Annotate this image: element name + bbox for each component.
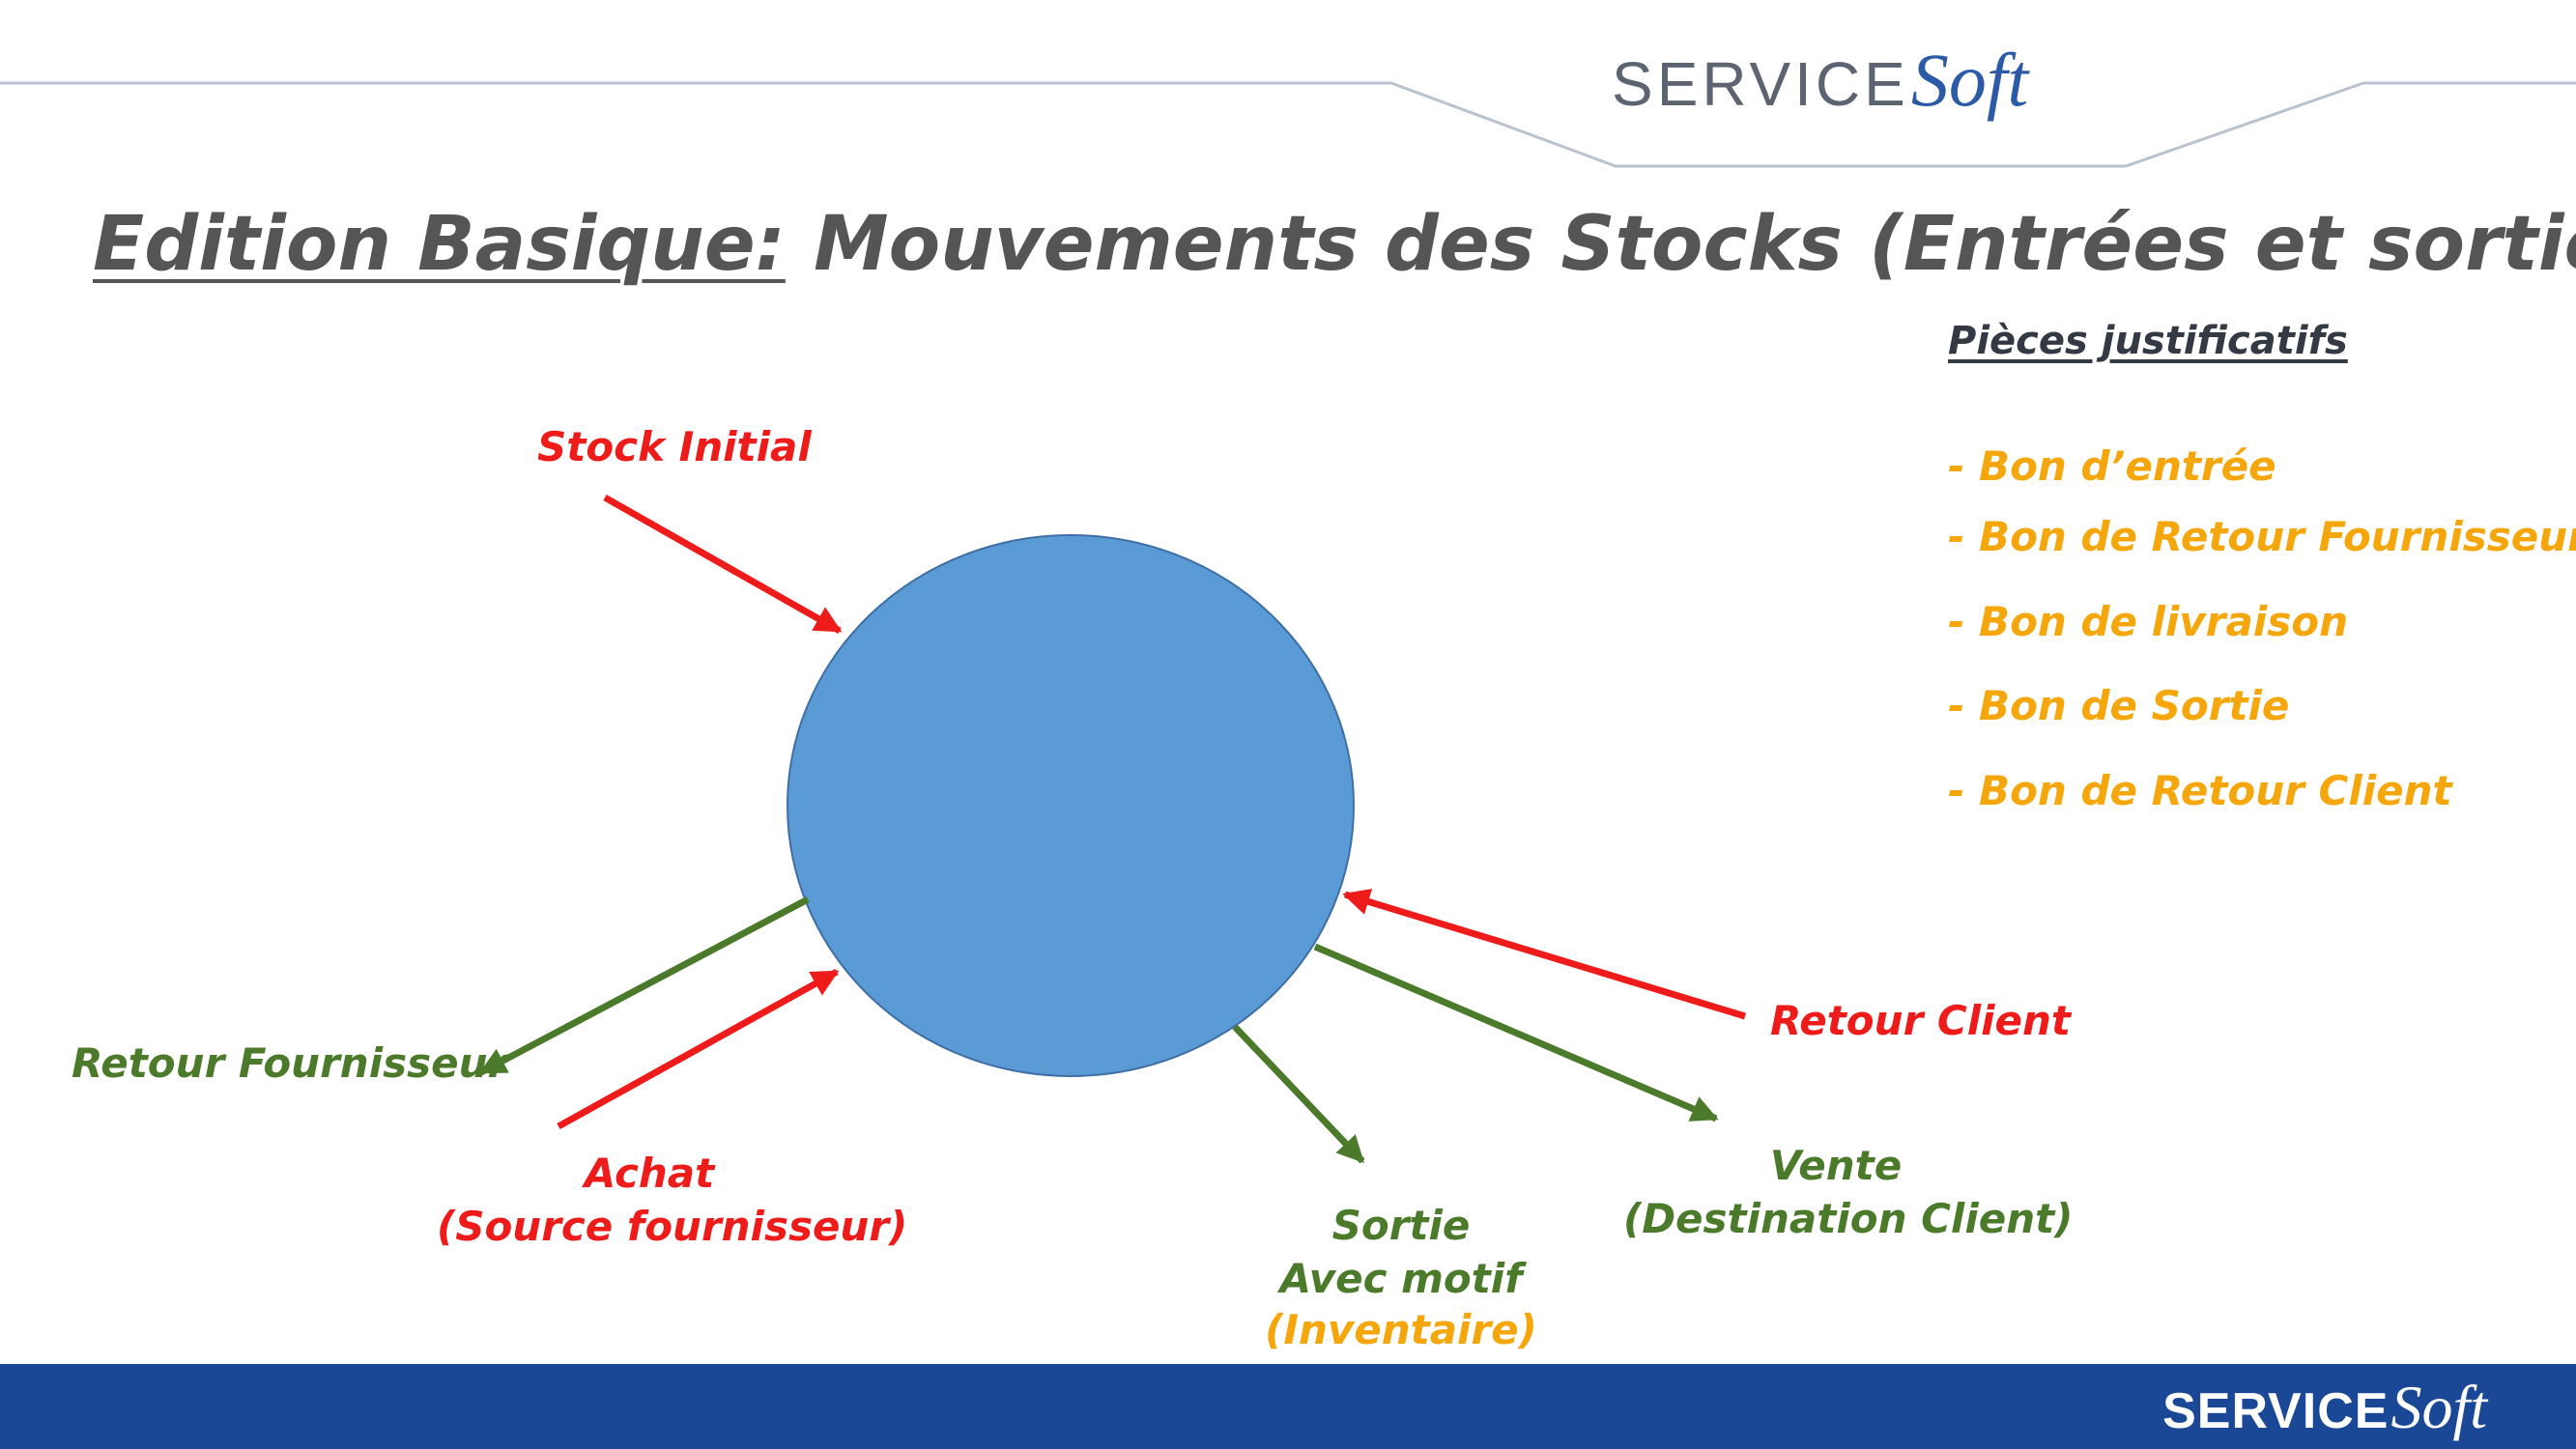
document-item: - Bon de livraison: [1948, 598, 2348, 645]
brand-service: SERVICE: [1612, 49, 1909, 119]
document-item: - Bon de Retour Client: [1948, 767, 2452, 814]
sortie-arrow: [1232, 1024, 1365, 1164]
vente-subtitle: (Destination Client): [1623, 1195, 2074, 1242]
sortie-label: Sortie Avec motif (Inventaire): [1246, 1202, 1556, 1353]
retour-fournisseur-label: Retour Fournisseur: [72, 1039, 508, 1087]
achat-title: Achat: [584, 1150, 715, 1197]
header-line: [0, 81, 2576, 168]
vente-label: Vente (Destination Client): [1623, 1142, 2074, 1242]
stock-initial-label: Stock Initial: [537, 423, 812, 470]
stock-initial-arrow: [603, 494, 843, 635]
stock-circle: [787, 534, 1355, 1077]
achat-subtitle: (Source fournisseur): [437, 1203, 908, 1250]
vente-title: Vente: [1769, 1142, 1903, 1189]
footer-brand-service: SERVICE: [2162, 1383, 2390, 1439]
retour-fournisseur-arrow: [478, 895, 810, 1076]
document-item: - Bon de Retour Fournisseur: [1948, 513, 2576, 560]
sortie-motif: Avec motif: [1279, 1255, 1523, 1302]
edition-title: Edition Basique:: [93, 201, 786, 288]
sortie-title: Sortie: [1331, 1202, 1471, 1249]
retour-client-arrow: [1342, 888, 1747, 1020]
achat-arrow: [557, 968, 840, 1130]
document-item: - Bon d’entrée: [1948, 442, 2276, 490]
page-title: Mouvements des Stocks (Entrées et sortie…: [814, 201, 2576, 288]
sortie-inventaire: (Inventaire): [1265, 1306, 1537, 1353]
document-item: - Bon de Sortie: [1948, 682, 2290, 729]
footer-bar: [0, 1364, 2576, 1449]
footer-brand-soft: Soft: [2390, 1373, 2487, 1441]
retour-client-label: Retour Client: [1770, 997, 2071, 1044]
vente-arrow: [1313, 943, 1719, 1122]
achat-label: Achat (Source fournisseur): [437, 1150, 908, 1250]
brand-soft: Soft: [1910, 38, 2029, 122]
documents-title: Pièces justificatifs: [1948, 319, 2348, 363]
